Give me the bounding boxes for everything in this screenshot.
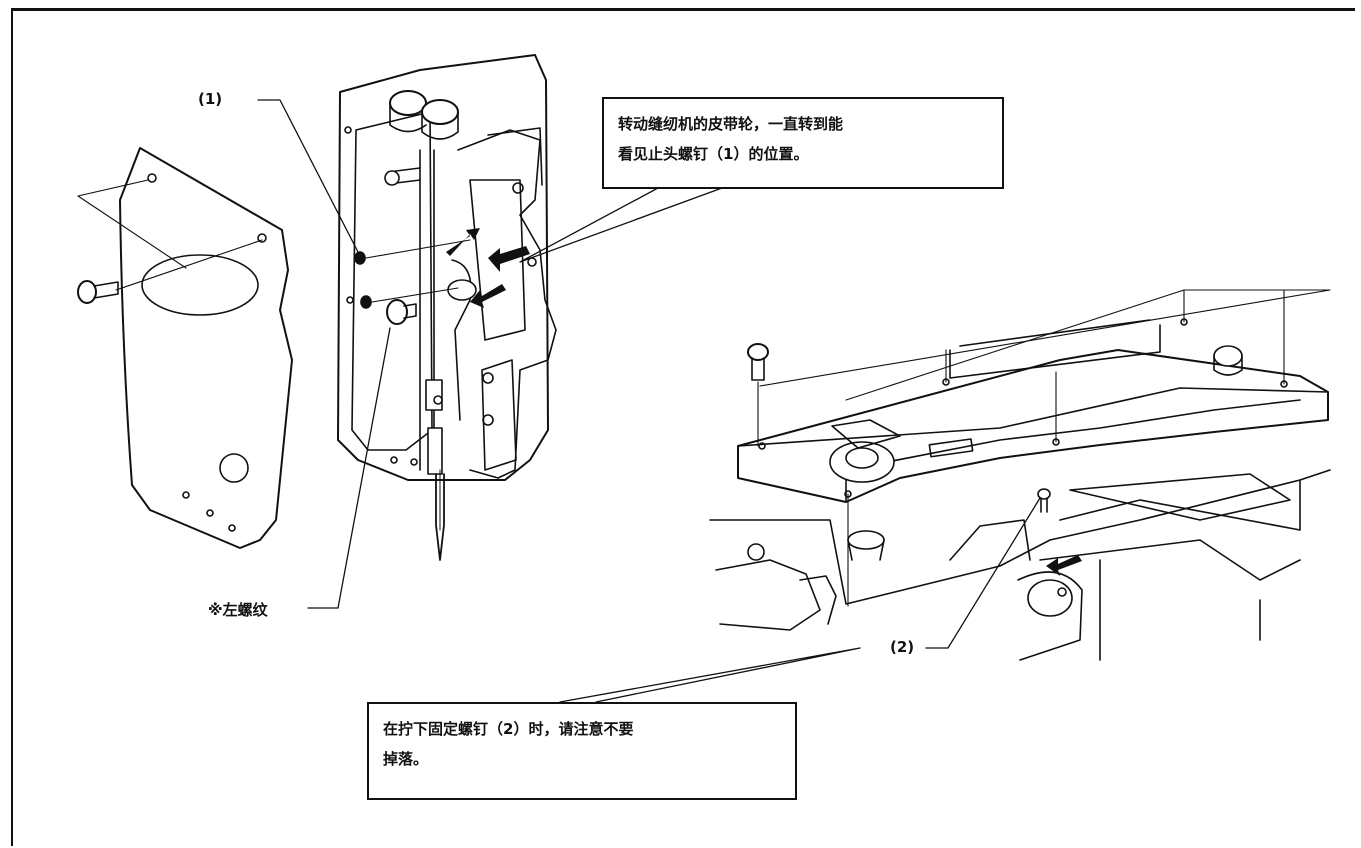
top-callout-line-2: 看见止头螺钉（1）的位置。 bbox=[618, 145, 809, 163]
machine-bed bbox=[709, 469, 1331, 661]
ref-label-2: (2) bbox=[890, 638, 915, 656]
bottom-callout-line-2: 掉落。 bbox=[383, 750, 429, 768]
cover-opening bbox=[141, 254, 259, 316]
plate-screw bbox=[747, 343, 769, 381]
cover-screw bbox=[77, 280, 119, 304]
needle bbox=[435, 473, 445, 561]
leader-lines bbox=[257, 99, 1041, 703]
plate-guide-lines bbox=[757, 289, 1331, 607]
set-screws-1 bbox=[354, 239, 471, 309]
top-callout-box: 转动缝纫机的皮带轮，一直转到能 看见止头螺钉（1）的位置。 bbox=[602, 97, 1004, 189]
figure-frame bbox=[11, 8, 1355, 846]
slide-plate bbox=[737, 318, 1329, 503]
direction-arrows bbox=[446, 228, 1082, 576]
bottom-callout-line-1: 在拧下固定螺钉（2）时，请注意不要 bbox=[383, 720, 634, 738]
needle-bar bbox=[419, 149, 435, 471]
face-plate-cover bbox=[119, 147, 293, 549]
ref-label-1: (1) bbox=[198, 90, 223, 108]
left-thread-screw bbox=[386, 299, 417, 325]
bottom-callout-box: 在拧下固定螺钉（2）时，请注意不要 掉落。 bbox=[367, 702, 797, 800]
cover-guide-lines bbox=[77, 179, 263, 291]
machine-head bbox=[337, 54, 557, 561]
left-thread-note: ※左螺纹 bbox=[208, 601, 268, 619]
top-callout-line-1: 转动缝纫机的皮带轮，一直转到能 bbox=[618, 115, 844, 133]
